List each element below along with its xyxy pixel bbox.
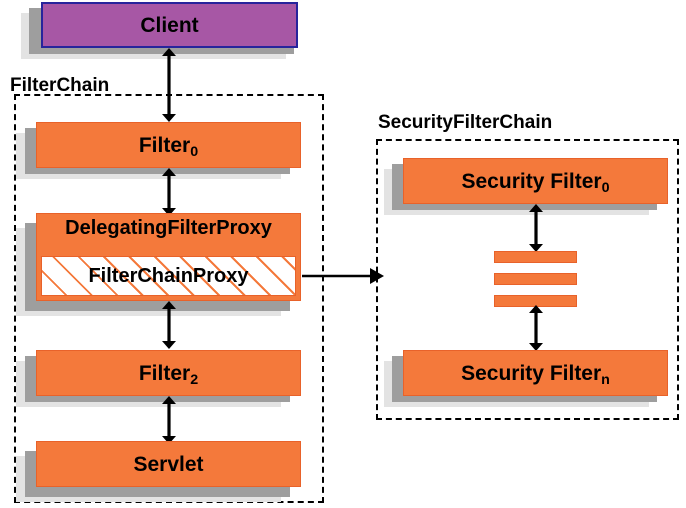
node-filter2[interactable]: Filter2 <box>36 350 301 396</box>
node-client[interactable]: Client <box>41 2 298 48</box>
node-filterchainproxy[interactable]: FilterChainProxy <box>41 256 296 296</box>
arrow-securityfilter0-bars <box>529 204 543 252</box>
node-security-filtern-label: Security Filtern <box>461 361 610 389</box>
group-label-securityfilterchain: SecurityFilterChain <box>378 112 553 133</box>
group-label-filterchain: FilterChain <box>10 75 110 96</box>
arrow-filter2-servlet <box>162 396 176 444</box>
node-filter0-label: Filter0 <box>138 133 199 161</box>
node-ellipsis-bar-1 <box>494 251 577 263</box>
node-security-filtern[interactable]: Security Filtern <box>403 350 668 396</box>
node-filter2-label: Filter2 <box>138 361 199 389</box>
node-filterchainproxy-label: FilterChainProxy <box>88 265 249 287</box>
node-security-filter0[interactable]: Security Filter0 <box>403 158 668 204</box>
arrow-delegatingfilterproxy-filter2 <box>162 301 176 349</box>
node-delegatingfilterproxy-label: DelegatingFilterProxy <box>65 217 272 239</box>
node-client-label: Client <box>140 13 199 37</box>
node-security-filter0-subscript: 0 <box>601 180 610 197</box>
node-filter0-subscript: 0 <box>190 144 199 161</box>
node-servlet-label: Servlet <box>133 452 204 476</box>
arrow-client-filter0 <box>162 48 176 122</box>
node-ellipsis-bar-2 <box>494 273 577 285</box>
node-servlet[interactable]: Servlet <box>36 441 301 487</box>
arrow-filter0-delegatingfilterproxy <box>162 168 176 216</box>
node-security-filtern-subscript: n <box>601 372 610 389</box>
node-security-filter0-label: Security Filter0 <box>461 169 610 197</box>
node-filter2-subscript: 2 <box>190 372 199 389</box>
node-filter0[interactable]: Filter0 <box>36 122 301 168</box>
arrow-bars-securityfiltern <box>529 305 543 351</box>
arrow-filterchainproxy-securityfilterchain <box>302 268 384 284</box>
